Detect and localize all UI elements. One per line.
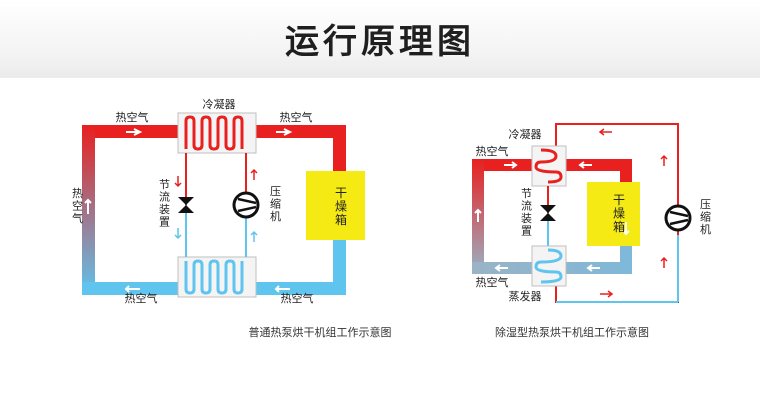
right-hot-air-bottom-label: 热空气 [476,275,509,289]
right-right-duct-cold [620,240,632,274]
right-condenser-label: 冷凝器 [509,127,542,141]
left-caption: 普通热泵烘干机组工作示意图 [249,325,392,339]
right-flow-arrow-up-1 [660,154,668,166]
right-arrow-right-duct [622,222,630,236]
left-right-duct-cold [333,240,346,295]
left-flow-arrow-blue-down [174,228,182,240]
right-flow-arrow-top [598,128,612,136]
right-arrow-top-b [578,161,592,169]
left-compressor-stroke-b [237,205,257,213]
left-dryer-label: 干燥箱 [335,186,347,227]
left-compressor-label: 压缩机 [270,185,281,223]
right-evaporator-coil [534,248,563,284]
header-band: 运行原理图 [0,0,760,78]
right-flow-arrow-up-2 [660,256,668,268]
left-dryer-box [306,171,365,240]
right-compressor-stroke-a [669,210,689,218]
left-throttle-label: 节流装置 [159,178,170,229]
right-dryer-label: 干燥箱 [613,193,625,234]
right-arrow-side [474,208,482,222]
left-flow-arrow-red-up [250,168,258,180]
left-flow-arrow-blue-up [250,230,258,242]
left-hot-air-top-left: 热空气 [116,110,149,124]
right-throttle-valve-icon [540,205,556,221]
left-hot-air-top-right: 热空气 [280,110,313,124]
left-arrow-top-right [276,128,293,136]
right-compressor-stroke-b [669,218,689,226]
left-condenser-coil [184,115,244,151]
right-throttle-label: 节流装置 [521,187,532,238]
left-arrow-side [84,198,92,214]
left-compressor-stroke-a [237,197,257,205]
left-hot-air-bottom-left: 热空气 [125,291,158,305]
right-arrow-bottom-b [586,264,600,272]
left-diagram: 冷凝器 热空气 热空气 热空气 热空气 普通热泵烘干机组工作示意图 热空气 节流… [72,97,392,339]
right-hot-air-label: 热空气 [476,144,509,158]
page-title: 运行原理图 [285,22,475,62]
right-flow-arrow-bottom [600,290,614,298]
left-condenser-label: 冷凝器 [203,97,236,111]
left-arrow-top-left [126,128,143,136]
right-condenser-coil [534,148,563,184]
left-compressor-icon [232,191,260,219]
left-arrow-bottom-left [124,285,140,293]
left-arrow-bottom-right [274,285,290,293]
left-hot-air-side-label: 热空气 [72,187,83,225]
right-compressor-label: 压缩机 [700,198,711,236]
left-flow-arrow-red-down [174,176,182,188]
right-arrow-bottom-a [494,264,508,272]
right-compressor-icon [664,204,692,232]
right-arrow-top-a [504,161,518,169]
left-hot-air-bottom-right: 热空气 [281,291,314,305]
left-evaporator-coil [184,259,244,295]
right-diagram: 冷凝器 热空气 热空气 蒸发器 除湿型热泵烘干机组工作示意图 节流装置 干燥箱 … [472,123,711,339]
right-dryer-box [587,182,640,246]
right-caption: 除湿型热泵烘干机组工作示意图 [495,325,649,339]
left-throttle-valve-icon [178,197,194,213]
right-evaporator-label: 蒸发器 [509,289,542,303]
